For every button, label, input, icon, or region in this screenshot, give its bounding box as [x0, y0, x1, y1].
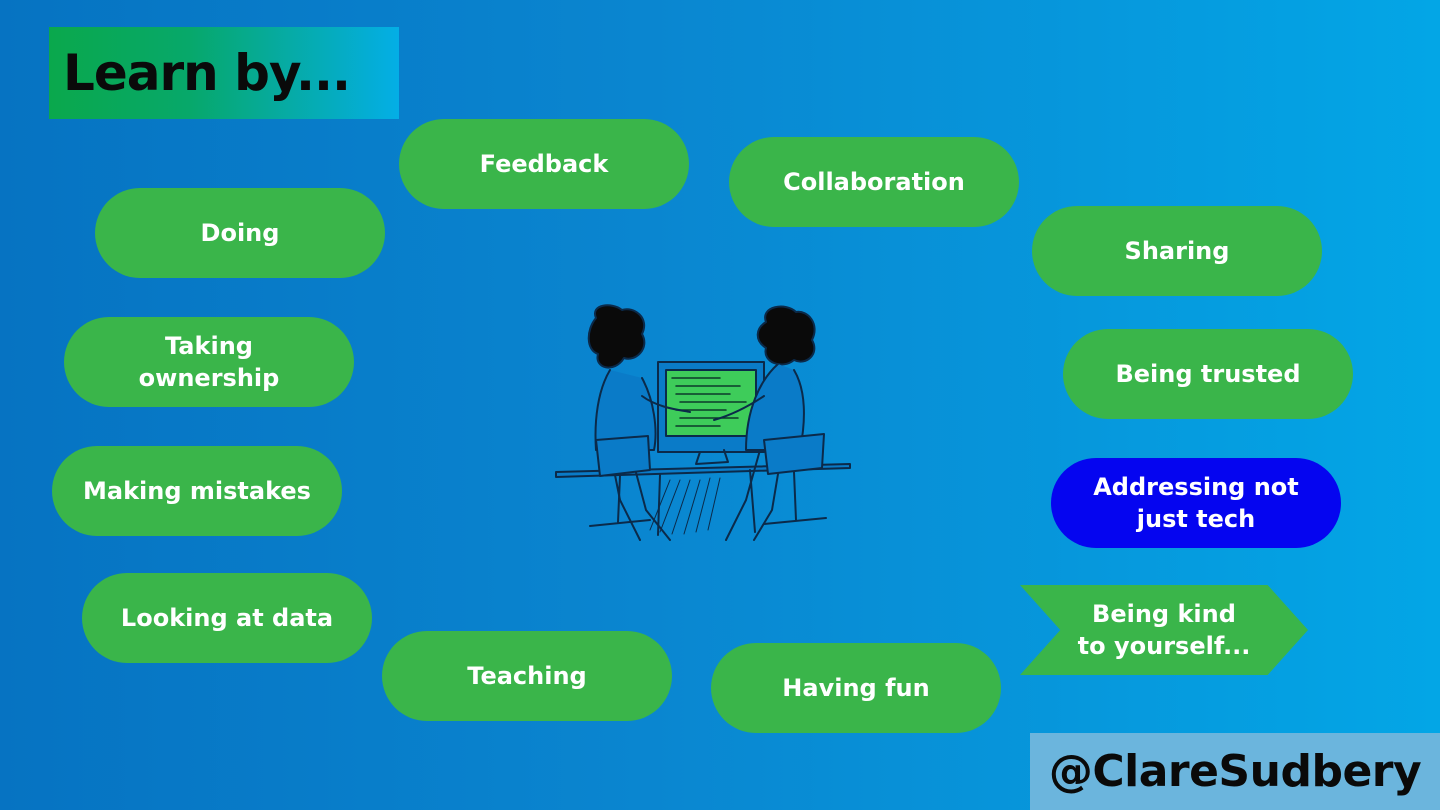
- screen-rect: [665, 369, 757, 437]
- slide-title: Learn by...: [63, 44, 351, 102]
- arrow-label: Being kind to yourself...: [1078, 598, 1251, 662]
- pill-looking-at-data: Looking at data: [82, 573, 372, 663]
- pill-label: Collaboration: [783, 168, 965, 196]
- pill-label-line-2: ownership: [138, 364, 280, 392]
- pill-making-mistakes: Making mistakes: [52, 446, 342, 536]
- pill-being-trusted: Being trusted: [1063, 329, 1353, 419]
- pill-label: Teaching: [467, 662, 587, 690]
- pill-label-line-1: Taking: [165, 332, 253, 360]
- pill-sharing: Sharing: [1032, 206, 1322, 296]
- pill-label: Feedback: [479, 150, 609, 178]
- pill-addressing-not-just-tech: Addressing not just tech: [1051, 458, 1341, 548]
- arrow-label-line-1: Being kind: [1092, 600, 1236, 628]
- pill-label: Doing: [200, 219, 280, 247]
- pill-label: Making mistakes: [83, 477, 311, 505]
- pill-label: Being trusted: [1115, 360, 1301, 388]
- title-banner: Learn by...: [49, 27, 399, 119]
- twitter-handle: @ClareSudbery: [1048, 746, 1422, 797]
- pill-having-fun: Having fun: [711, 643, 1001, 733]
- twitter-handle-box: @ClareSudbery: [1030, 733, 1440, 810]
- pill-feedback: Feedback: [399, 119, 689, 209]
- pair-programming-illustration: [555, 304, 851, 541]
- pill-label: Having fun: [782, 674, 930, 702]
- pill-label: Looking at data: [120, 604, 334, 632]
- pill-doing: Doing: [95, 188, 385, 278]
- pill-taking-ownership: Taking ownership: [64, 317, 354, 407]
- pill-label: Sharing: [1124, 237, 1230, 265]
- pill-collaboration: Collaboration: [729, 137, 1019, 227]
- pill-label-line-1: Addressing not: [1093, 473, 1299, 501]
- pill-label-line-2: just tech: [1136, 505, 1256, 533]
- pill-teaching: Teaching: [382, 631, 672, 721]
- arrow-label-line-2: to yourself...: [1077, 632, 1251, 660]
- arrow-being-kind: Being kind to yourself...: [1020, 585, 1308, 675]
